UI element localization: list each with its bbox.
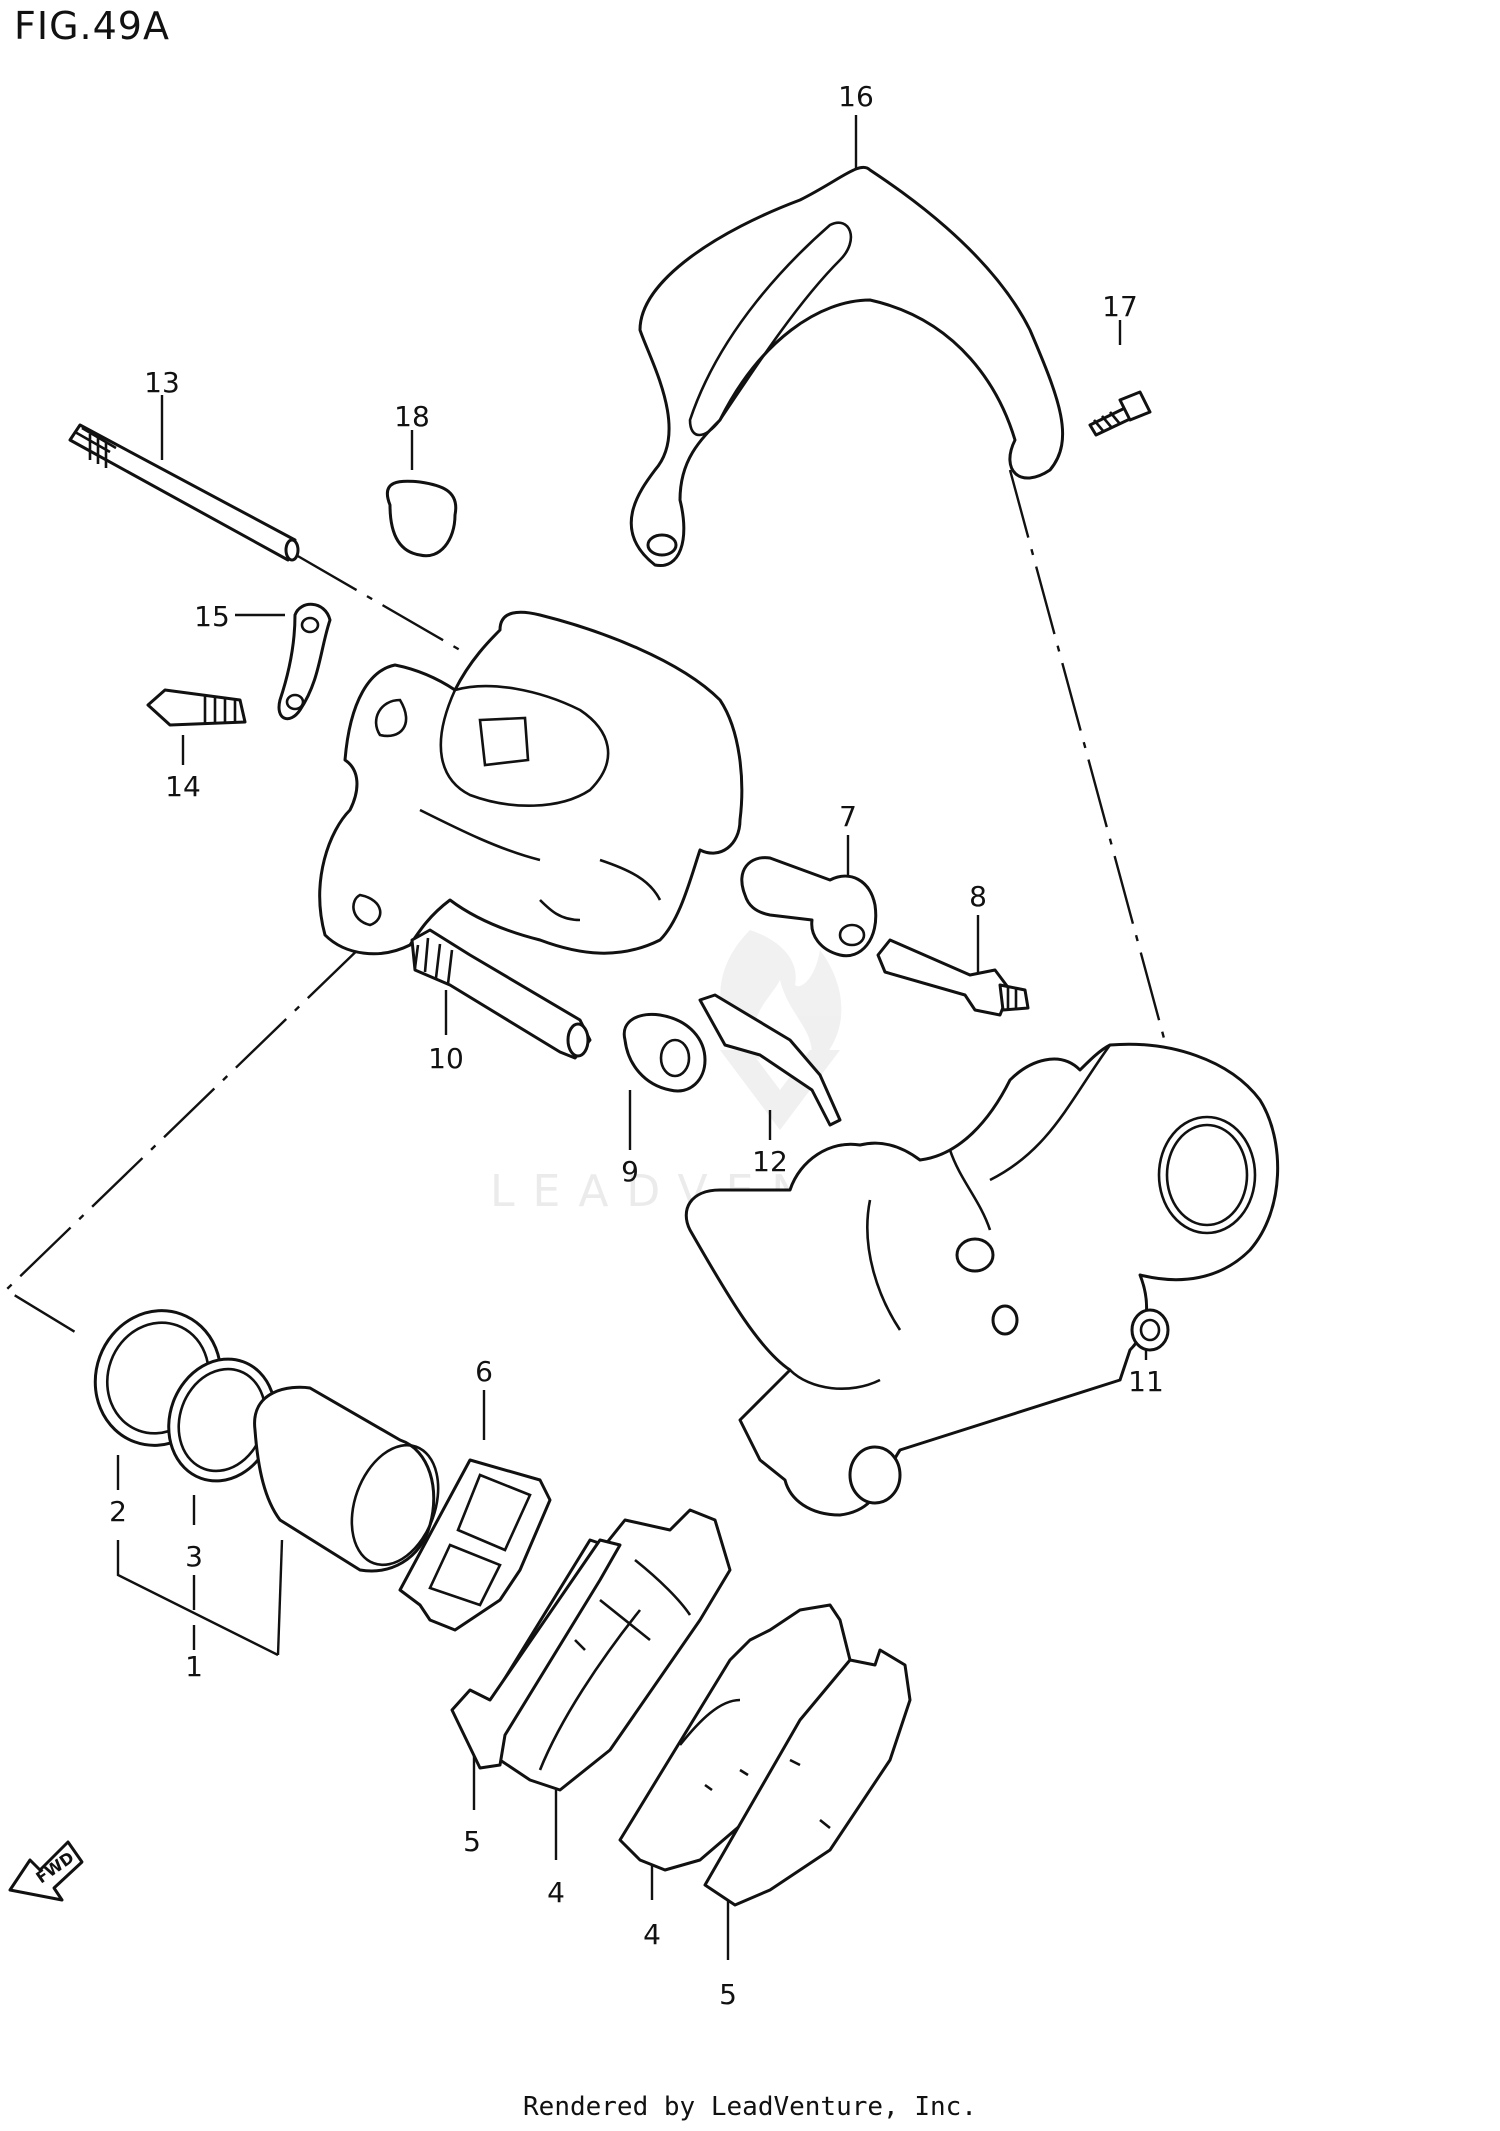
part-5-pad-shim-b <box>703 1648 912 1907</box>
fwd-arrow-icon <box>8 1840 84 1902</box>
callout-10: 10 <box>428 1042 464 1075</box>
callout-7: 7 <box>839 800 857 833</box>
part-7-sleeve <box>740 856 878 958</box>
part-10-slide-pin <box>410 928 592 1060</box>
callout-14: 14 <box>165 770 201 803</box>
callout-15: 15 <box>194 600 230 633</box>
part-16-torque-arm <box>629 165 1065 567</box>
callout-4b: 4 <box>643 1918 661 1951</box>
part-8-pin-bolt <box>876 938 1030 1017</box>
callout-9: 9 <box>621 1155 639 1188</box>
callout-17: 17 <box>1102 290 1138 323</box>
part-4-brake-pad-b <box>618 1603 852 1872</box>
callout-5b: 5 <box>719 1978 737 2011</box>
callout-3: 3 <box>185 1540 203 1573</box>
part-15-clip <box>277 602 332 721</box>
part-5-pad-shim-a <box>450 1538 622 1770</box>
part-18-cap <box>385 479 458 558</box>
callout-18: 18 <box>394 400 430 433</box>
callout-13: 13 <box>144 366 180 399</box>
part-1-piston <box>253 1385 440 1573</box>
part-12-spring <box>698 993 842 1127</box>
callout-1: 1 <box>185 1650 203 1683</box>
footer-credit: Rendered by LeadVenture, Inc. <box>523 2092 977 2122</box>
part-13-pin <box>68 423 300 562</box>
assembly-lines <box>4 469 1180 1337</box>
figure-title: FIG.49A <box>14 4 170 48</box>
callout-2: 2 <box>109 1495 127 1528</box>
part-3-dust-seal <box>167 1357 277 1483</box>
callout-5a: 5 <box>463 1825 481 1858</box>
leader-lines <box>116 115 1148 1960</box>
callout-6: 6 <box>475 1355 493 1388</box>
caliper-body <box>318 610 744 956</box>
callout-8: 8 <box>969 880 987 913</box>
part-9-boot <box>622 1012 707 1093</box>
part-14-bleeder-valve <box>146 688 247 727</box>
callout-11: 11 <box>1128 1365 1164 1398</box>
part-17-bolt <box>1088 390 1152 437</box>
callout-12: 12 <box>752 1145 788 1178</box>
callout-4a: 4 <box>547 1876 565 1909</box>
callout-16: 16 <box>838 80 874 113</box>
part-6-shim <box>398 1458 552 1632</box>
caliper-bracket <box>684 1042 1280 1517</box>
